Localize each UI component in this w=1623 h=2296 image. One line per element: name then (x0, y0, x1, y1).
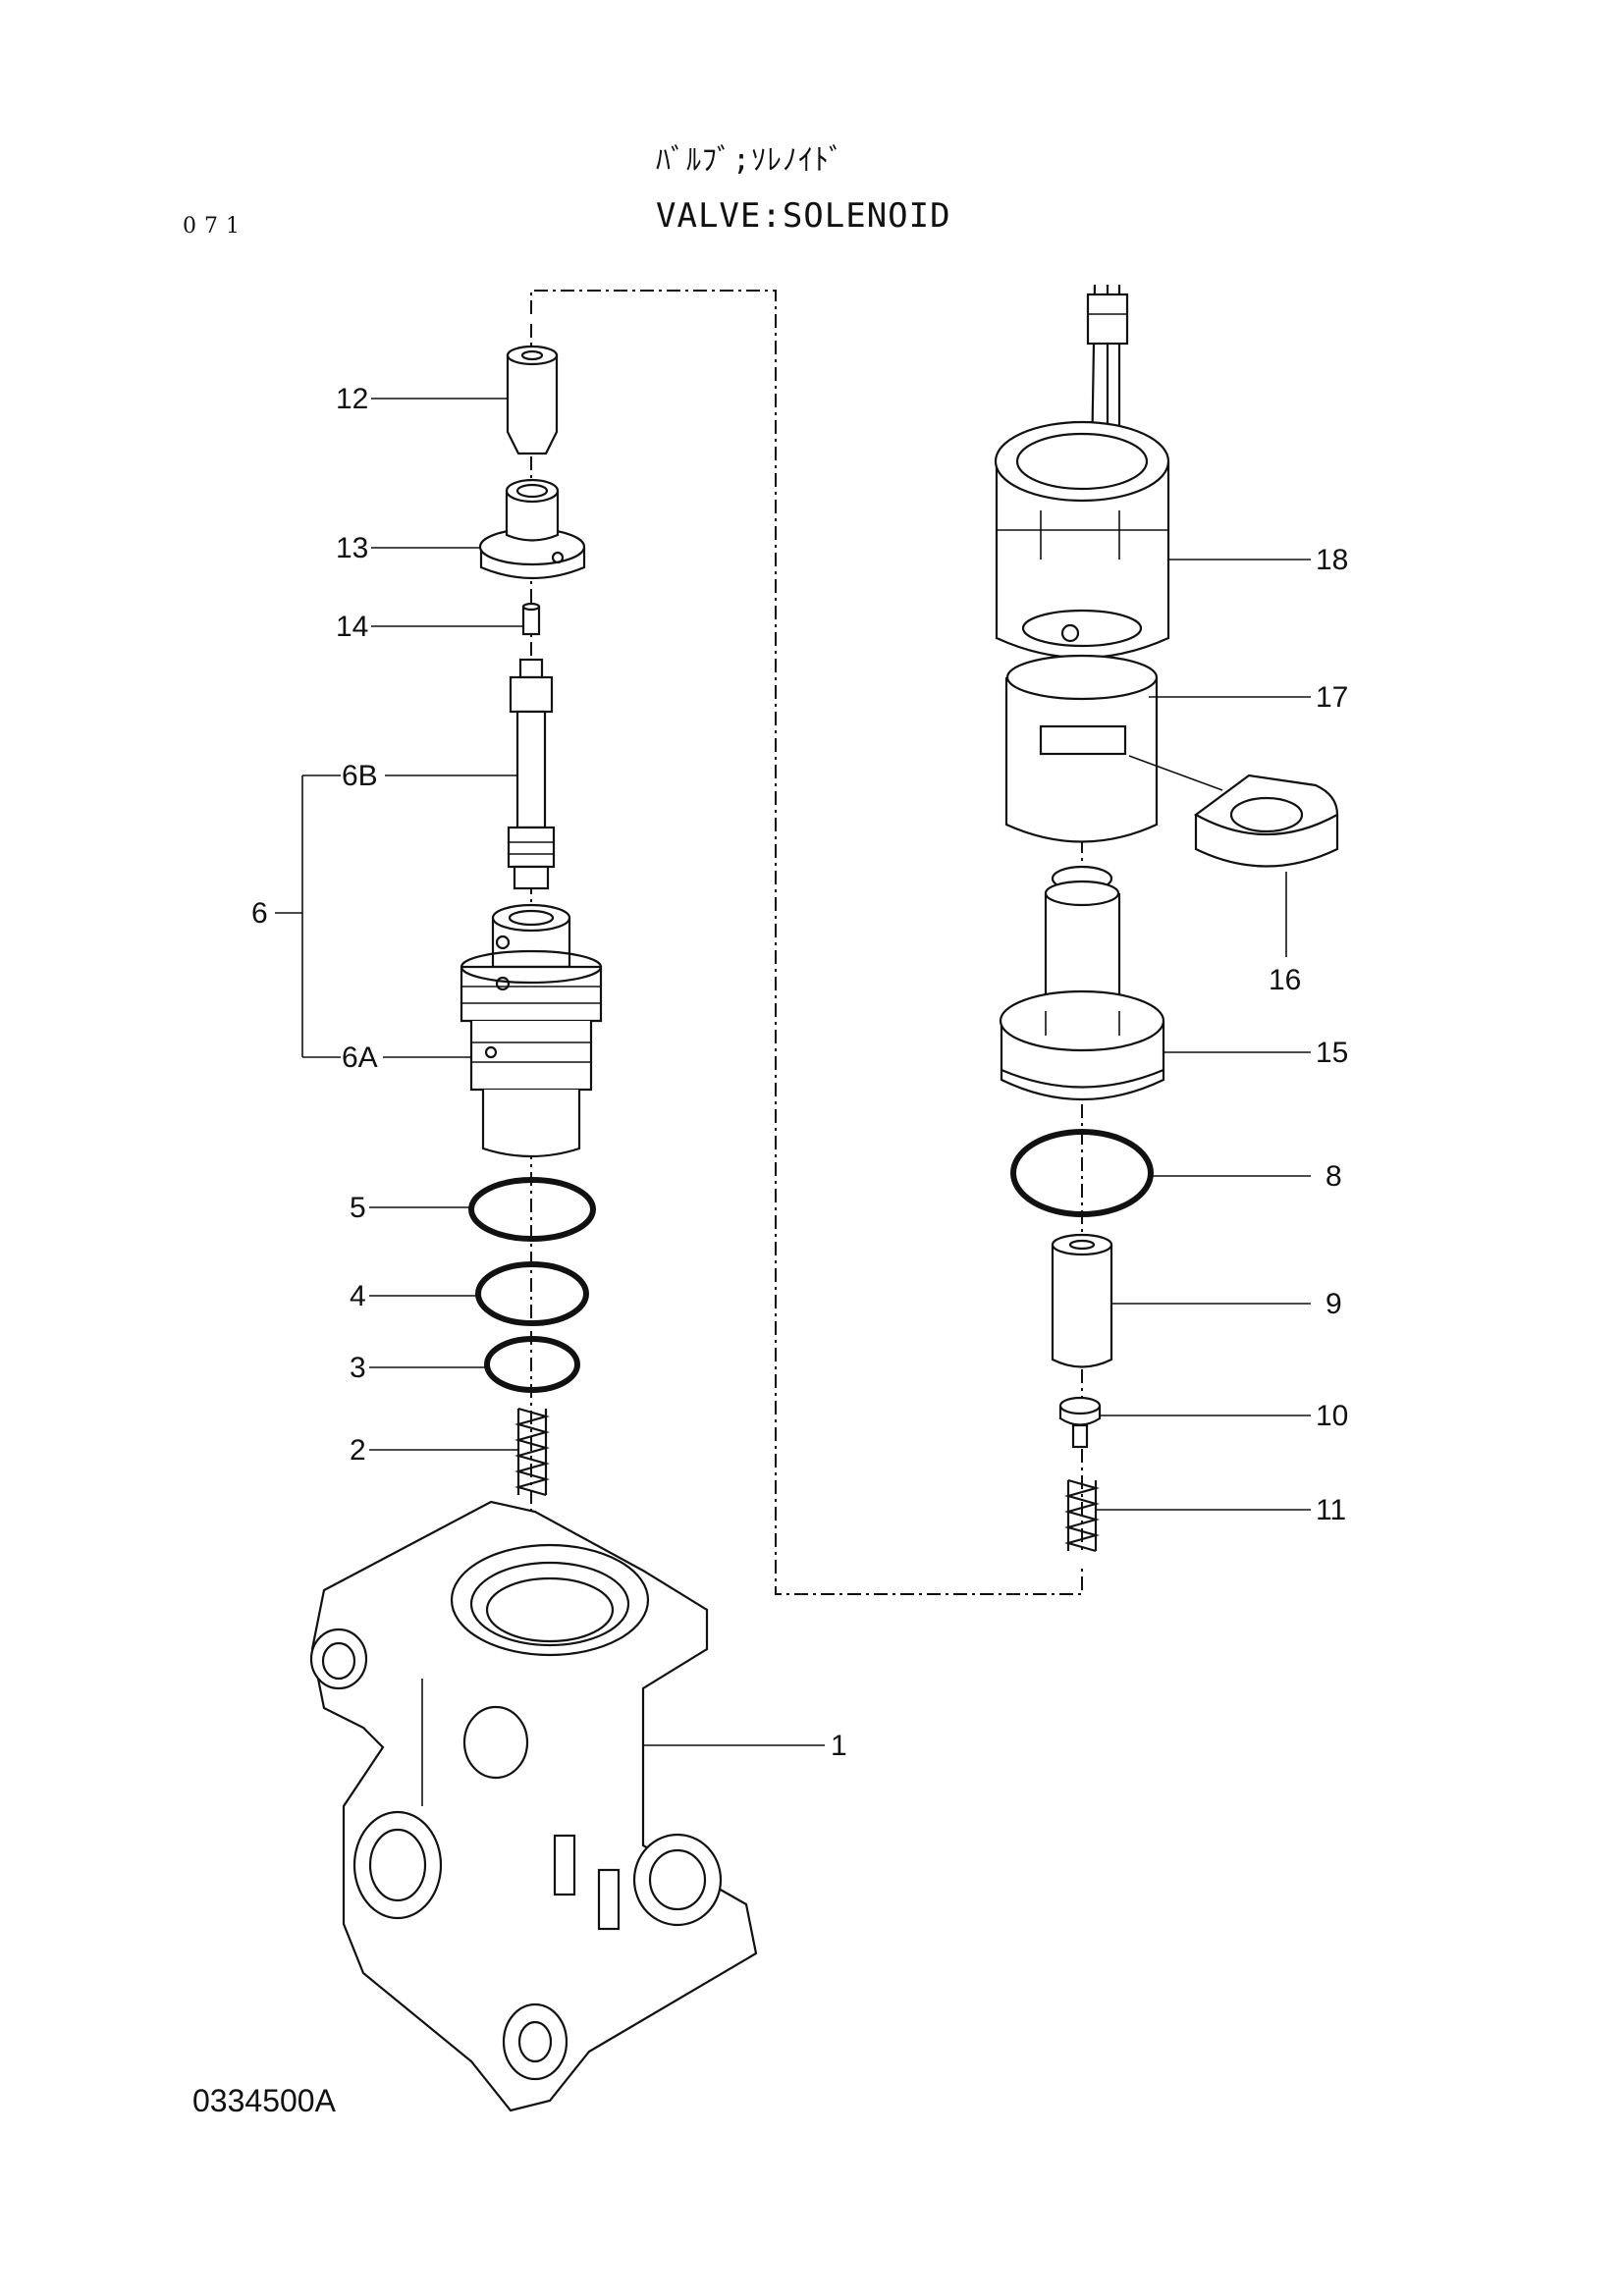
drawing-number: 0334500A (192, 2083, 336, 2118)
title-english: VALVE:SOLENOID (656, 196, 951, 236)
callout-2: 2 (350, 1434, 366, 1467)
callout-14: 14 (336, 611, 369, 643)
part-16-washer (1128, 755, 1339, 868)
callout-16: 16 (1269, 964, 1302, 996)
callout-9: 9 (1325, 1288, 1342, 1320)
part-9-plunger (1051, 1233, 1113, 1368)
part-10-seat (1058, 1396, 1102, 1449)
page-number: 071 (183, 214, 247, 239)
callout-12: 12 (336, 383, 369, 415)
callout-13: 13 (336, 532, 369, 564)
part-11-spring (1063, 1478, 1101, 1553)
part-1-valve-body (309, 1500, 758, 2112)
part-18-coil-housing (994, 284, 1170, 660)
callout-1: 1 (831, 1730, 847, 1762)
part-3-o-ring (484, 1336, 580, 1393)
callout-3: 3 (350, 1352, 366, 1384)
title-japanese: ﾊﾞﾙﾌﾞ;ｿﾚﾉｲﾄﾞ (656, 143, 845, 178)
part-17-coil (1004, 654, 1159, 843)
callout-11: 11 (1316, 1494, 1347, 1526)
part-15-tube-assembly (999, 865, 1165, 1101)
callout-18: 18 (1316, 544, 1349, 576)
callout-15: 15 (1316, 1037, 1349, 1069)
part-14-pin (521, 602, 541, 636)
part-8-o-ring (1010, 1129, 1154, 1217)
part-13-flange (478, 478, 586, 580)
part-4-o-ring (475, 1261, 589, 1326)
part-12-cap (506, 345, 559, 455)
part-2-spring (514, 1407, 551, 1497)
callout-6: 6 (251, 897, 268, 930)
assembly-connection-line (530, 290, 1083, 1595)
callout-6a: 6A (342, 1041, 378, 1074)
callout-17: 17 (1316, 681, 1349, 714)
part-6a-sleeve (460, 903, 603, 1158)
callout-4: 4 (350, 1280, 366, 1312)
callout-6b: 6B (342, 760, 378, 792)
callout-10: 10 (1316, 1400, 1349, 1432)
callout-5: 5 (350, 1192, 366, 1224)
part-5-o-ring (468, 1177, 596, 1242)
part-6b-spool (507, 658, 556, 890)
leader-lines (275, 398, 1311, 1746)
callout-8: 8 (1325, 1160, 1342, 1193)
